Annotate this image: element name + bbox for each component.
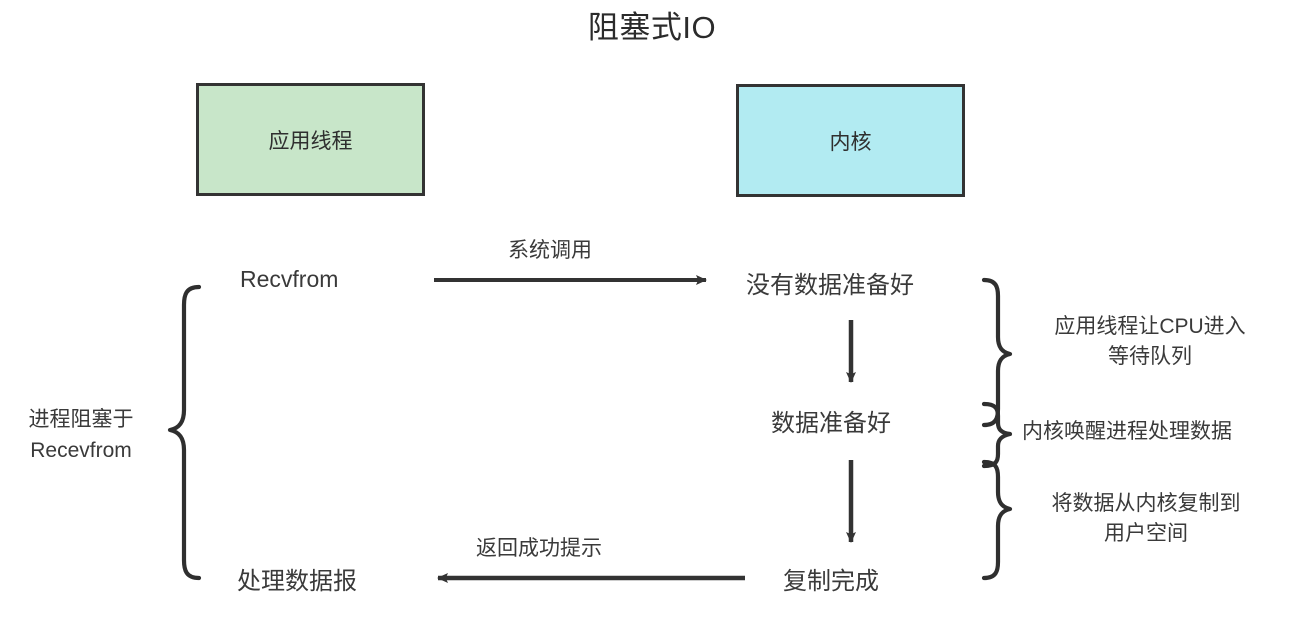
edge-label-syscall: 系统调用 [508, 239, 592, 262]
node-recvfrom: Recvfrom [240, 266, 339, 292]
lane-box-app-label: 应用线程 [268, 129, 353, 153]
node-no-data-ready: 没有数据准备好 [746, 272, 914, 299]
left-brace [167, 284, 202, 581]
annotation-kernel-wakeup: 内核唤醒进程处理数据 [1022, 420, 1232, 443]
lane-box-app: 应用线程 [196, 83, 425, 196]
page-title: 阻塞式IO [587, 10, 717, 45]
lane-box-kernel: 内核 [736, 84, 965, 197]
lane-box-kernel-label: 内核 [829, 130, 872, 154]
annotation-copy-to-user: 将数据从内核复制到 用户空间 [1051, 492, 1241, 545]
right-brace-wakeup [981, 401, 1013, 469]
node-handle-datagram: 处理数据报 [237, 568, 357, 595]
right-brace-copy [981, 459, 1013, 581]
annotation-process-blocked: 进程阻塞于 Recevfrom [28, 408, 134, 462]
node-data-ready: 数据准备好 [771, 410, 891, 437]
node-copy-done: 复制完成 [783, 568, 879, 595]
annotation-wait-queue: 应用线程让CPU进入 等待队列 [1054, 315, 1246, 368]
edge-label-return: 返回成功提示 [476, 537, 602, 560]
